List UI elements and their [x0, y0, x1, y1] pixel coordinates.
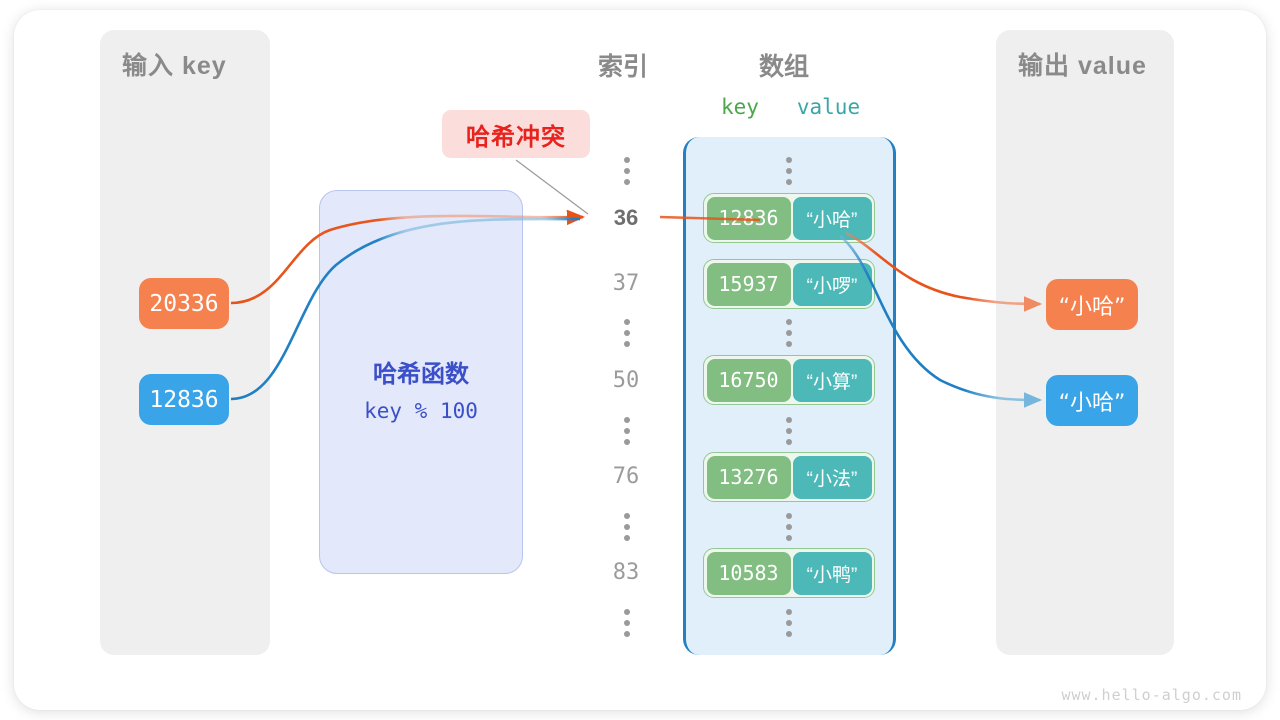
hash-function-formula: key % 100 — [364, 399, 478, 423]
array-entry-36: 12836 “小哈” — [703, 193, 875, 243]
hash-function-box: 哈希函数 key % 100 — [319, 190, 523, 574]
index-label-37: 37 — [612, 271, 640, 296]
entry-key: 12836 — [706, 196, 791, 240]
entry-key: 13276 — [706, 455, 791, 499]
value-column-label: value — [796, 95, 861, 119]
array-ellipsis — [784, 417, 794, 445]
index-ellipsis — [622, 157, 632, 185]
entry-value: “小哈” — [792, 196, 872, 240]
array-ellipsis — [784, 157, 794, 185]
hash-function-title: 哈希函数 — [373, 361, 469, 388]
array-entry-37: 15937 “小啰” — [703, 259, 875, 309]
array-ellipsis — [784, 319, 794, 347]
array-ellipsis — [784, 609, 794, 637]
key-column-label: key — [721, 95, 759, 119]
watermark: www.hello-algo.com — [1061, 686, 1242, 704]
entry-value: “小法” — [792, 455, 872, 499]
output-value-panel — [996, 30, 1174, 655]
output-value-panel-title: 输出 value — [1018, 52, 1147, 80]
input-key-panel-title: 输入 key — [122, 52, 227, 80]
array-column-title: 数组 — [759, 53, 810, 81]
entry-key: 16750 — [706, 358, 791, 402]
index-ellipsis — [622, 417, 632, 445]
entry-value: “小算” — [792, 358, 872, 402]
index-label-83: 83 — [612, 560, 640, 585]
index-ellipsis — [622, 513, 632, 541]
output-value-chip-0: “小哈” — [1046, 279, 1138, 330]
index-label-50: 50 — [612, 368, 640, 393]
index-ellipsis — [622, 319, 632, 347]
input-key-chip-0: 20336 — [139, 278, 229, 329]
index-label-76: 76 — [612, 464, 640, 489]
input-key-chip-1: 12836 — [139, 374, 229, 425]
index-ellipsis — [622, 609, 632, 637]
array-entry-50: 16750 “小算” — [703, 355, 875, 405]
entry-value: “小啰” — [792, 262, 872, 306]
index-column-title: 索引 — [598, 53, 649, 81]
array-ellipsis — [784, 513, 794, 541]
output-value-chip-1: “小哈” — [1046, 375, 1138, 426]
index-label-36: 36 — [613, 205, 639, 230]
entry-key: 10583 — [706, 551, 791, 595]
entry-key: 15937 — [706, 262, 791, 306]
entry-value: “小鸭” — [792, 551, 872, 595]
array-kv-header: key value — [721, 95, 860, 119]
hash-collision-badge: 哈希冲突 — [442, 110, 590, 158]
array-entry-76: 13276 “小法” — [703, 452, 875, 502]
array-entry-83: 10583 “小鸭” — [703, 548, 875, 598]
input-key-panel — [100, 30, 270, 655]
